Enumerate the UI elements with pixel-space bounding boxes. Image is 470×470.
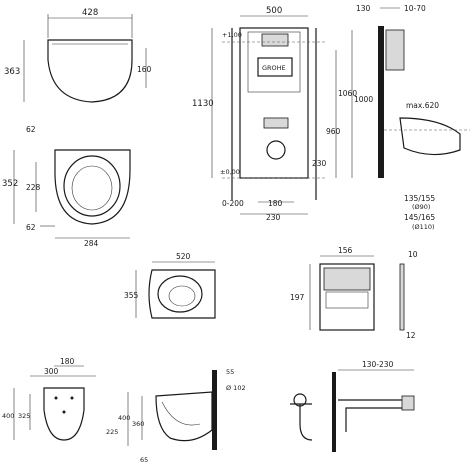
plate-side-profile: [399, 263, 405, 331]
pan-trap: [161, 401, 201, 426]
dim-284: 284: [84, 239, 99, 248]
dim-160: 160: [137, 65, 152, 74]
bowl-outline: [54, 149, 131, 225]
brand-plate: [257, 57, 293, 77]
dim-360: 360: [132, 420, 144, 428]
pan-basin: [168, 285, 196, 307]
frame-side-view: max.620 130 10-70 135/155 (Ø90) 145/165 …: [356, 4, 470, 231]
fix-hole: [62, 410, 66, 414]
seat-outline: [47, 39, 133, 103]
dim-130: 130: [356, 4, 371, 13]
dim-500: 500: [266, 6, 282, 16]
dim-12: 12: [406, 331, 416, 340]
dim-156: 156: [338, 246, 353, 255]
flush-plate: [319, 263, 375, 331]
pan-top-outline: [148, 269, 216, 319]
dim-400-side: 400: [118, 414, 130, 422]
pan-front-view: 180 300 400 325: [2, 357, 96, 441]
brand-label: GROHE: [262, 64, 286, 72]
pan-front-outline: [43, 387, 85, 441]
dim-428: 428: [82, 8, 98, 18]
dim-400-front: 400: [2, 412, 14, 420]
dim-230-side: 230: [312, 159, 327, 168]
flush-button-large: [323, 267, 371, 291]
dim-1000: 1000: [354, 95, 373, 104]
mark-plus-one: +1,00: [222, 31, 242, 39]
frame-front-view: GROHE +1,00 ±0,00 500 1130 0-200 180 230…: [192, 6, 373, 222]
bowl-basin: [71, 165, 113, 211]
dim-230-bottom: 230: [266, 213, 281, 222]
dim-130-230: 130-230: [362, 360, 394, 369]
dim-0-200: 0-200: [222, 199, 244, 208]
dim-363: 363: [4, 67, 20, 77]
pan-side-outline: [155, 391, 213, 442]
dim-228: 228: [26, 183, 41, 192]
dim-180: 180: [268, 199, 283, 208]
pan-top-view: 520 355: [124, 252, 216, 319]
dim-197: 197: [290, 293, 305, 302]
connector-wall: [332, 372, 336, 452]
connector-flange: [293, 393, 307, 407]
dim-d90: (Ø90): [412, 203, 430, 211]
mark-zero: ±0,00: [220, 168, 240, 176]
drain-bracket: [263, 117, 289, 129]
dim-max-620: max.620: [406, 101, 439, 110]
fix-hole: [70, 396, 74, 400]
dim-d110: (Ø110): [412, 223, 435, 231]
dim-1130: 1130: [192, 99, 214, 109]
fix-hole: [54, 396, 58, 400]
dim-d102: Ø 102: [226, 384, 246, 392]
dim-135-155: 135/155: [404, 194, 435, 203]
wall-line: [212, 370, 217, 450]
dim-1060: 1060: [338, 89, 357, 98]
dim-225: 225: [106, 428, 118, 436]
bowl-top-view: 62 352 228 62 284: [2, 125, 131, 248]
cistern-side: [385, 29, 405, 71]
flush-button-small: [325, 291, 369, 309]
dim-180-front: 180: [60, 357, 75, 366]
flush-plate-view: 156 197 10 12: [290, 246, 418, 340]
flush-opening: [261, 33, 289, 47]
pan-bowl: [157, 275, 203, 313]
dim-145-165: 145/165: [404, 213, 435, 222]
connector-pipe-side: [338, 399, 411, 432]
dim-62-top: 62: [26, 125, 36, 134]
seat-top-view: 428 363 160: [4, 8, 152, 103]
dim-10-70: 10-70: [404, 4, 426, 13]
dim-520: 520: [176, 252, 191, 261]
dim-960: 960: [326, 127, 341, 136]
dim-325: 325: [18, 412, 30, 420]
bowl-inner-rim: [63, 155, 121, 217]
dim-300: 300: [44, 367, 59, 376]
cistern: [247, 31, 301, 93]
frame-outline: [239, 27, 309, 179]
wall-section: [378, 26, 384, 178]
drain-pipe: [266, 140, 286, 160]
pan-side-silhouette: [399, 117, 461, 156]
dim-62-side: 62: [26, 223, 36, 232]
connector-views: 130-230: [290, 360, 415, 452]
dim-55: 55: [226, 368, 234, 376]
dim-355: 355: [124, 291, 139, 300]
dim-65: 65: [140, 456, 148, 464]
pan-side-view: 400 360 225 65 55 Ø 102: [106, 368, 246, 464]
connector-socket: [401, 395, 415, 411]
dim-10: 10: [408, 250, 418, 259]
connector-front: [290, 403, 313, 441]
dim-352: 352: [2, 179, 18, 189]
